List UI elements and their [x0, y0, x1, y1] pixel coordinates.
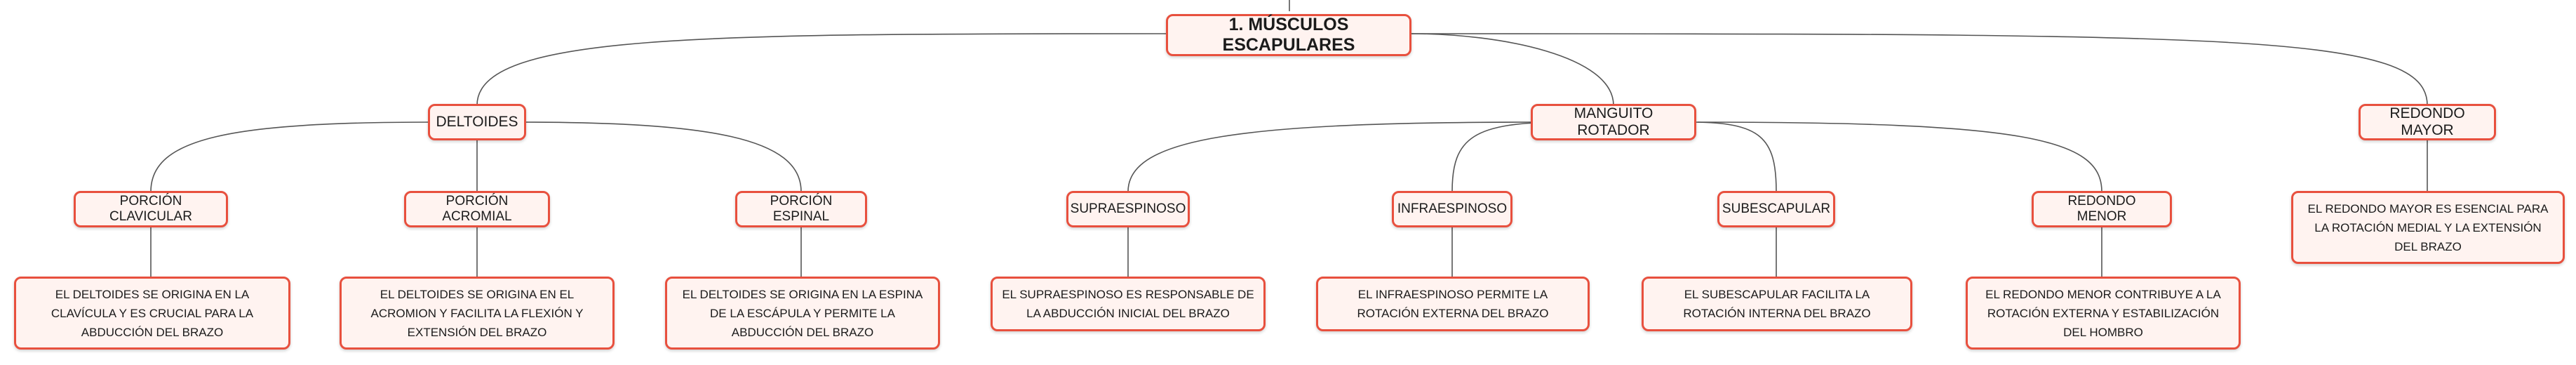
root-node[interactable]: 1. MÚSCULOS ESCAPULARES: [1166, 14, 1411, 56]
note-porcion-clavicular[interactable]: EL DELTOIDES SE ORIGINA EN LA CLAVÍCULA …: [14, 277, 290, 350]
root-label: 1. MÚSCULOS ESCAPULARES: [1222, 15, 1355, 55]
note-redondo-menor[interactable]: EL REDONDO MENOR CONTRIBUYE A LA ROTACIÓ…: [1966, 277, 2241, 350]
node-label: PORCIÓN CLAVICULAR: [109, 194, 192, 224]
node-porcion-espinal[interactable]: PORCIÓN ESPINAL: [735, 191, 867, 227]
node-label: INFRAESPINOSO: [1397, 201, 1508, 216]
node-label: REDONDO MENOR: [2067, 194, 2136, 224]
node-label: REDONDO MAYOR: [2389, 105, 2465, 138]
connector-deltoides-espinal: [520, 121, 802, 192]
node-deltoides[interactable]: DELTOIDES: [428, 104, 526, 140]
node-porcion-acromial[interactable]: PORCIÓN ACROMIAL: [404, 191, 550, 227]
connector-manguito-supraespinoso: [1127, 121, 1537, 192]
node-infraespinoso[interactable]: INFRAESPINOSO: [1392, 191, 1512, 227]
node-manguito-rotador[interactable]: MANGUITO ROTADOR: [1531, 104, 1696, 140]
note-text: EL DELTOIDES SE ORIGINA EN LA CLAVÍCULA …: [51, 287, 254, 339]
note-text: EL REDONDO MAYOR ES ESENCIAL PARA LA ROT…: [2307, 201, 2549, 253]
node-redondo-mayor[interactable]: REDONDO MAYOR: [2359, 104, 2496, 140]
node-label: DELTOIDES: [436, 114, 518, 130]
node-subescapular[interactable]: SUBESCAPULAR: [1717, 191, 1835, 227]
connector-manguito-subescapular: [1690, 121, 1777, 192]
node-label: SUPRAESPINOSO: [1070, 201, 1186, 216]
node-porcion-clavicular[interactable]: PORCIÓN CLAVICULAR: [74, 191, 228, 227]
connector-root-manguito: [1411, 33, 1614, 106]
node-label: SUBESCAPULAR: [1722, 201, 1831, 216]
note-porcion-acromial[interactable]: EL DELTOIDES SE ORIGINA EN EL ACROMION Y…: [340, 277, 615, 350]
connector-root-redondo-mayor: [1411, 33, 2428, 106]
connector-manguito-redondo-menor: [1697, 121, 2102, 192]
connector-root-deltoides: [476, 33, 1167, 106]
note-text: EL SUBESCAPULAR FACILITA LA ROTACIÓN INT…: [1683, 288, 1871, 320]
note-infraespinoso[interactable]: EL INFRAESPINOSO PERMITE LA ROTACIÓN EXT…: [1316, 277, 1590, 331]
node-redondo-menor[interactable]: REDONDO MENOR: [2032, 191, 2172, 227]
node-label: PORCIÓN ESPINAL: [770, 194, 833, 224]
note-redondo-mayor[interactable]: EL REDONDO MAYOR ES ESENCIAL PARA LA ROT…: [2291, 191, 2565, 264]
note-text: EL SUPRAESPINOSO ES RESPONSABLE DE LA AB…: [1002, 288, 1254, 320]
connector-deltoides-clavicular: [150, 121, 434, 192]
note-supraespinoso[interactable]: EL SUPRAESPINOSO ES RESPONSABLE DE LA AB…: [991, 277, 1266, 331]
node-supraespinoso[interactable]: SUPRAESPINOSO: [1066, 191, 1190, 227]
note-text: EL REDONDO MENOR CONTRIBUYE A LA ROTACIÓ…: [1985, 287, 2221, 339]
note-text: EL INFRAESPINOSO PERMITE LA ROTACIÓN EXT…: [1357, 288, 1549, 320]
note-subescapular[interactable]: EL SUBESCAPULAR FACILITA LA ROTACIÓN INT…: [1642, 277, 1912, 331]
note-text: EL DELTOIDES SE ORIGINA EN LA ESPINA DE …: [682, 287, 923, 339]
node-label: PORCIÓN ACROMIAL: [442, 194, 512, 224]
note-text: EL DELTOIDES SE ORIGINA EN EL ACROMION Y…: [370, 287, 584, 339]
node-label: MANGUITO ROTADOR: [1574, 105, 1653, 138]
note-porcion-espinal[interactable]: EL DELTOIDES SE ORIGINA EN LA ESPINA DE …: [665, 277, 940, 350]
